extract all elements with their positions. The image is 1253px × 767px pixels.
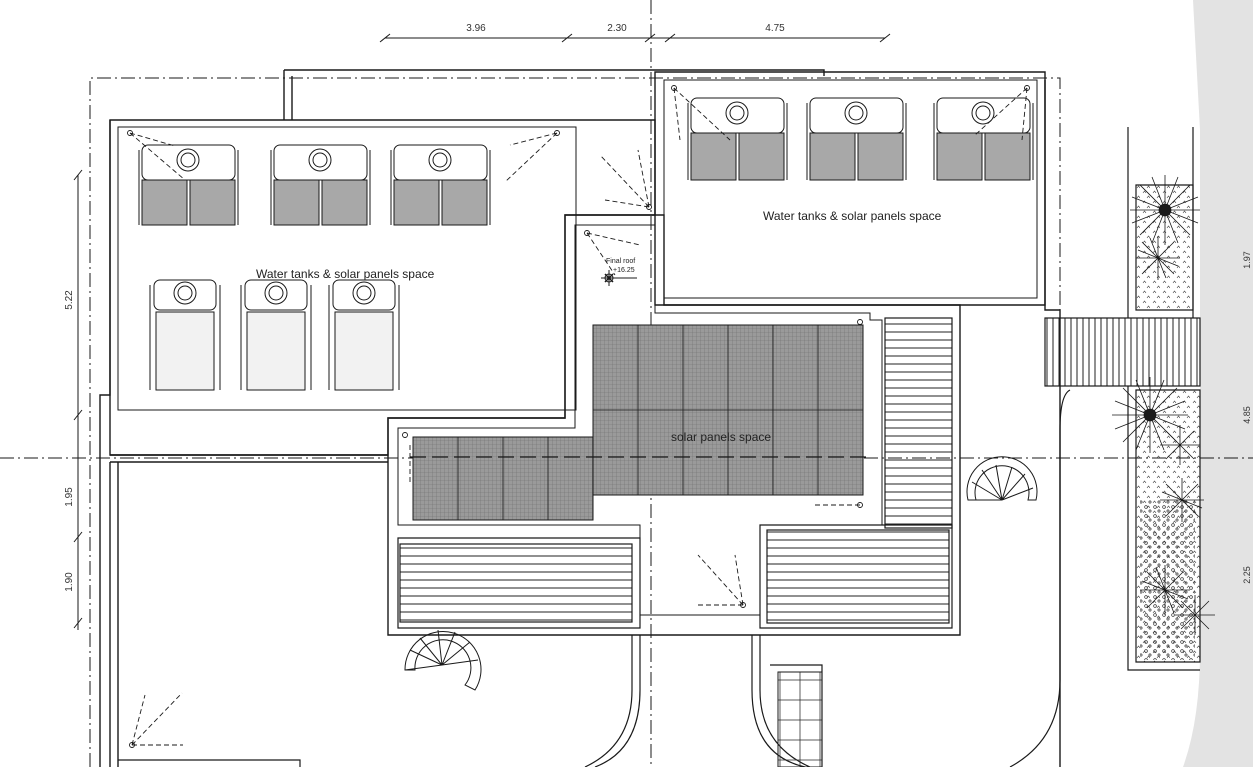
solar-panel-upper-dividers bbox=[593, 325, 863, 495]
tank-unit-right-1 bbox=[687, 97, 788, 181]
solar-panel-lower-dividers bbox=[457, 437, 549, 520]
zone-label-right: Water tanks & solar panels space bbox=[763, 209, 942, 223]
dim-left-2: 1.95 bbox=[64, 487, 75, 507]
tank-unit-left-3 bbox=[390, 144, 491, 226]
dim-right-1: 1.97 bbox=[1242, 251, 1252, 269]
tank-unit-right-2 bbox=[806, 97, 907, 181]
zone-label-solar: solar panels space bbox=[671, 430, 771, 444]
tank-unit-left-2 bbox=[270, 144, 371, 226]
dim-top-1: 3.96 bbox=[466, 23, 486, 34]
tank-unit-left-6 bbox=[328, 279, 400, 391]
plant-symbols bbox=[1112, 175, 1215, 635]
tank-unit-left-5 bbox=[240, 279, 312, 391]
dim-left-3: 1.90 bbox=[64, 572, 75, 592]
spiral-stair-right bbox=[966, 456, 1038, 501]
tank-unit-right-3 bbox=[933, 97, 1034, 181]
tank-unit-left-1 bbox=[138, 144, 239, 226]
dim-top-2: 2.30 bbox=[607, 23, 627, 34]
level-marker-icon bbox=[601, 270, 637, 286]
terrace-left bbox=[397, 537, 641, 629]
bridge-deck bbox=[1044, 317, 1201, 387]
zone-label-left: Water tanks & solar panels space bbox=[256, 267, 435, 281]
left-dimension-line bbox=[73, 169, 83, 630]
terrace-right bbox=[759, 317, 953, 629]
dim-right-2: 4.85 bbox=[1242, 406, 1252, 424]
planter bbox=[1127, 127, 1201, 671]
paving-tiles bbox=[777, 671, 823, 767]
dim-left-1: 5.22 bbox=[64, 290, 75, 310]
roof-level-title: Final roof bbox=[606, 258, 635, 265]
top-dimension-line bbox=[379, 33, 891, 43]
drain-markers bbox=[127, 85, 1030, 748]
spiral-stair-left bbox=[404, 629, 482, 691]
roof-level-value: +16.25 bbox=[613, 267, 635, 274]
dim-top-3: 4.75 bbox=[765, 23, 785, 34]
tank-unit-left-4 bbox=[149, 279, 221, 391]
dim-right-3: 2.25 bbox=[1242, 566, 1252, 584]
